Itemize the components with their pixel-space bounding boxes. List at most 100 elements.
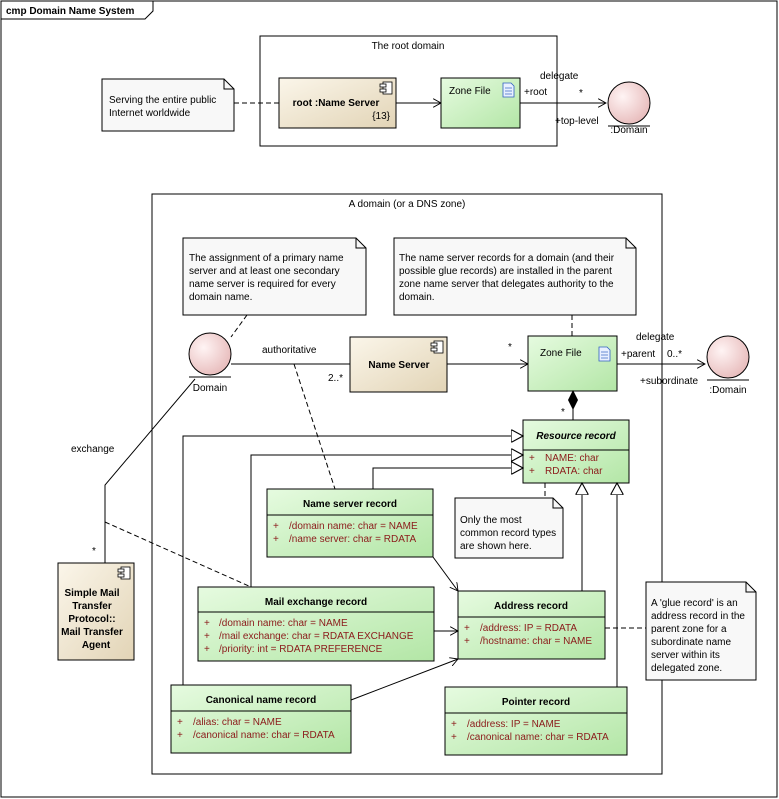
- svg-text:Internet worldwide: Internet worldwide: [109, 108, 191, 119]
- svg-text:+: +: [464, 623, 470, 634]
- root-role-label: +root: [524, 87, 547, 98]
- zone-file[interactable]: Zone File: [527, 335, 618, 392]
- ns-multiplicity-label: 2..*: [328, 373, 343, 384]
- root-domain-title: The root domain: [372, 41, 445, 52]
- smtp-label-line: Protocol::: [68, 614, 115, 625]
- smtp-mail-transfer-agent-component[interactable]: Simple Mail Transfer Protocol:: Mail Tra…: [57, 562, 135, 661]
- mail-exchange-record-title: Mail exchange record: [265, 597, 367, 608]
- svg-text:+: +: [464, 636, 470, 647]
- root-delegate-label: delegate: [540, 71, 579, 82]
- canonical-name-record-attr: /canonical name: char = RDATA: [193, 730, 335, 741]
- domain-label: Domain: [193, 383, 227, 394]
- subordinate-domain-interface[interactable]: :Domain: [706, 335, 750, 396]
- note-assignment-link: [230, 314, 248, 338]
- name-server-label: Name Server: [368, 360, 429, 371]
- svg-text:+: +: [451, 719, 457, 730]
- domain-interface[interactable]: Domain: [188, 332, 232, 394]
- resource-record-class[interactable]: Resource record + NAME: char + RDATA: ch…: [522, 419, 630, 484]
- pointer-record-attr: /canonical name: char = RDATA: [467, 732, 609, 743]
- subordinate-domain-label: :Domain: [709, 385, 746, 396]
- svg-text:Only the most: Only the most: [460, 515, 522, 526]
- svg-text:+: +: [204, 644, 210, 655]
- component-icon: [117, 566, 131, 580]
- pointer-record-class[interactable]: Pointer record + /address: IP = NAME + /…: [444, 686, 628, 756]
- svg-text:delegated zone.: delegated zone.: [651, 663, 722, 674]
- svg-text:+: +: [204, 618, 210, 629]
- svg-text:name server is required for ev: name server is required for every: [189, 279, 336, 290]
- svg-text:+: +: [529, 453, 535, 464]
- smtp-label-line: Simple Mail: [64, 588, 119, 599]
- root-domain-boundary: [259, 35, 558, 147]
- svg-text:subordinate name: subordinate name: [651, 637, 731, 648]
- resource-record-title: Resource record: [536, 431, 616, 442]
- svg-text:parent zone for a: parent zone for a: [651, 624, 727, 635]
- sub-delegate-label: delegate: [636, 332, 675, 343]
- svg-text:domain name.: domain name.: [189, 292, 252, 303]
- exchange-label: exchange: [71, 444, 115, 455]
- smtp-multiplicity-label: *: [92, 546, 96, 557]
- pointer-record-title: Pointer record: [502, 697, 570, 708]
- dns-zone-boundary: [151, 193, 663, 775]
- document-icon: [502, 82, 515, 98]
- sub-multiplicity-label: 0..*: [667, 349, 682, 360]
- svg-text:possible glue records) are ins: possible glue records) are installed in …: [399, 266, 612, 277]
- address-record-attr: /address: IP = RDATA: [480, 623, 577, 634]
- root-zone-file[interactable]: Zone File: [440, 77, 521, 129]
- composition-multiplicity-label: *: [561, 407, 565, 418]
- note-common-records: Only the most common record types are sh…: [454, 497, 564, 559]
- dns-zone-title: A domain (or a DNS zone): [349, 199, 466, 210]
- zonefile-multiplicity-label: *: [508, 342, 512, 353]
- smtp-label-line: Mail Transfer: [61, 627, 123, 638]
- ns-record-to-address: [432, 556, 458, 591]
- svg-text:+: +: [204, 631, 210, 642]
- svg-text:+: +: [177, 717, 183, 728]
- resource-record-attr: NAME: char: [545, 453, 600, 464]
- top-level-role-label: +top-level: [555, 116, 599, 127]
- note-name-server-records: The name server records for a domain (an…: [393, 237, 637, 316]
- svg-text:zone name server that delegate: zone name server that delegates authorit…: [399, 279, 614, 290]
- svg-text:A 'glue record' is an: A 'glue record' is an: [651, 598, 738, 609]
- note-primary-secondary: The assignment of a primary name server …: [182, 237, 367, 316]
- parent-role-label: +parent: [621, 349, 655, 360]
- resource-record-attr: RDATA: char: [545, 466, 603, 477]
- svg-text:address record in the: address record in the: [651, 611, 745, 622]
- root-name-server-label: root :Name Server: [293, 98, 380, 109]
- root-name-server-tag: {13}: [372, 111, 390, 122]
- svg-text:server within its: server within its: [651, 650, 720, 661]
- mx-record-generalization: [250, 455, 523, 587]
- address-record-attr: /hostname: char = NAME: [480, 636, 592, 647]
- cname-record-generalization: [182, 436, 523, 685]
- exchange-association: [104, 378, 196, 563]
- authoritative-to-ns-record-link: [293, 363, 336, 490]
- svg-text:The name server records for a: The name server records for a domain (an…: [399, 253, 615, 264]
- mail-exchange-record-attr: /priority: int = RDATA PREFERENCE: [219, 644, 383, 655]
- svg-text:+: +: [451, 732, 457, 743]
- pointer-record-attr: /address: IP = NAME: [467, 719, 561, 730]
- mail-exchange-record-attr: /domain name: char = NAME: [219, 618, 348, 629]
- svg-text:+: +: [273, 534, 279, 545]
- root-domain-interface[interactable]: :Domain: [607, 81, 651, 136]
- canonical-name-record-attr: /alias: char = NAME: [193, 717, 282, 728]
- component-icon: [379, 81, 393, 95]
- address-record-class[interactable]: Address record + /address: IP = RDATA + …: [457, 590, 606, 660]
- root-zone-file-label: Zone File: [449, 86, 491, 97]
- mail-exchange-record-class[interactable]: Mail exchange record + /domain name: cha…: [197, 586, 435, 662]
- name-server-record-title: Name server record: [303, 499, 397, 510]
- root-name-server-component[interactable]: root :Name Server {13}: [278, 77, 397, 129]
- svg-text:are shown here.: are shown here.: [460, 541, 532, 552]
- zone-file-label: Zone File: [540, 348, 582, 359]
- svg-text:domain.: domain.: [399, 292, 435, 303]
- mail-exchange-record-attr: /mail exchange: char = RDATA EXCHANGE: [219, 631, 414, 642]
- smtp-to-mx-link: [104, 521, 252, 588]
- name-server-record-class[interactable]: Name server record + /domain name: char …: [266, 488, 434, 558]
- svg-text:+: +: [529, 466, 535, 477]
- svg-text:server and at least one second: server and at least one secondary: [189, 266, 340, 277]
- svg-text:+: +: [273, 521, 279, 532]
- canonical-name-record-class[interactable]: Canonical name record + /alias: char = N…: [170, 684, 352, 754]
- smtp-label-line: Transfer: [72, 601, 112, 612]
- canonical-name-record-title: Canonical name record: [206, 695, 317, 706]
- name-server-record-attr: /name server: char = RDATA: [289, 534, 416, 545]
- name-server-component[interactable]: Name Server: [349, 336, 448, 393]
